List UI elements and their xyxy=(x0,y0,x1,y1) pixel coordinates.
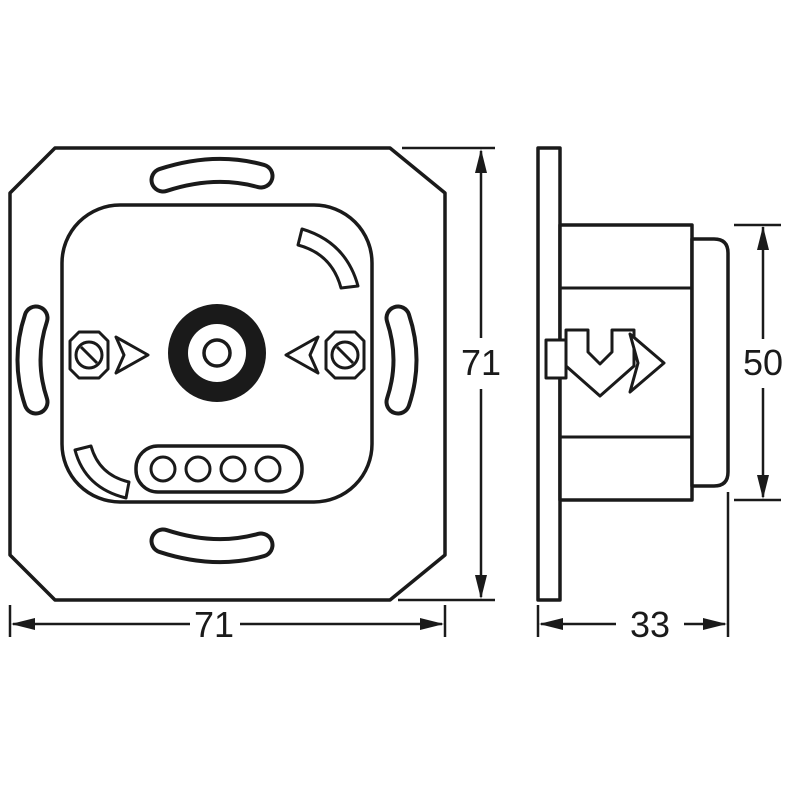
fixing-slot-left xyxy=(15,304,50,416)
dimension-front-width: 71 xyxy=(8,604,447,645)
screw-slot-left xyxy=(79,345,99,365)
fixing-slot-right xyxy=(384,304,419,416)
connector-pin-3 xyxy=(219,455,247,483)
claw-assembly-right xyxy=(284,330,366,380)
fixing-slot-bottom xyxy=(149,527,275,565)
fixing-slot-top xyxy=(149,156,275,194)
dimension-side-depth: 33 xyxy=(536,492,730,645)
dimension-side-height: 50 xyxy=(734,223,783,502)
arrowhead xyxy=(757,475,769,499)
connector-block xyxy=(134,444,304,494)
connector-pin-4 xyxy=(254,455,282,483)
side-claw-tooth xyxy=(628,332,666,394)
side-view xyxy=(536,146,730,602)
dimension-label-front-height: 71 xyxy=(461,342,501,383)
arrowhead xyxy=(539,618,563,630)
arrowhead xyxy=(757,226,769,250)
claw-tooth-right xyxy=(284,335,320,375)
corner-wedge-bottom-left xyxy=(73,444,131,500)
front-view xyxy=(8,146,447,602)
connector-outline xyxy=(134,444,304,494)
connector-pin-1 xyxy=(149,455,177,483)
rotary-spindle xyxy=(168,304,266,402)
side-claw xyxy=(564,328,636,398)
corner-wedge-top-right xyxy=(296,227,360,290)
dimension-label-side-height: 50 xyxy=(743,342,783,383)
dimensions: 71 71 50 xyxy=(8,146,783,645)
spindle-shaft xyxy=(202,338,232,368)
side-claw-slot xyxy=(544,338,568,380)
dimension-label-front-width: 71 xyxy=(194,604,234,645)
dimension-label-side-depth: 33 xyxy=(630,604,670,645)
arrowhead xyxy=(475,575,487,599)
dimension-front-height: 71 xyxy=(398,146,501,602)
arrowhead xyxy=(420,618,444,630)
arrowhead xyxy=(475,149,487,173)
connector-pin-2 xyxy=(184,455,212,483)
claw-assembly-left xyxy=(68,330,150,380)
screw-slot-right xyxy=(335,345,355,365)
arrowhead xyxy=(11,618,35,630)
claw-tooth-left xyxy=(114,335,150,375)
side-rear-cap xyxy=(690,237,730,488)
arrowhead xyxy=(703,618,727,630)
